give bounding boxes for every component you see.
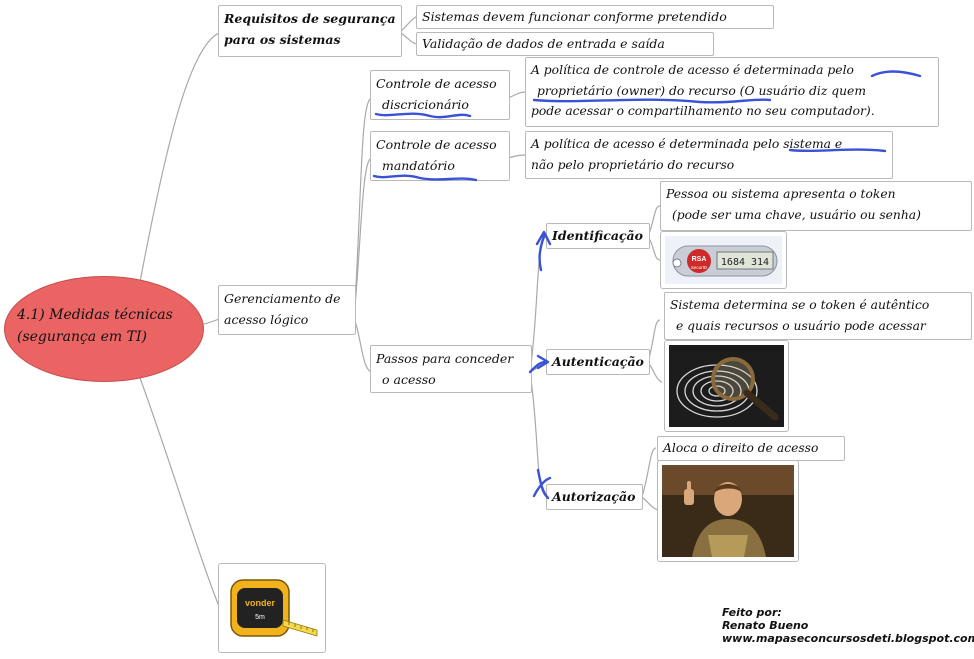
discricionario-line2: discricionário <box>382 97 469 112</box>
tape-measure-image: vonder 5m <box>223 568 321 648</box>
link-passos-autor <box>529 371 549 498</box>
requisitos-line2: para os sistemas <box>224 32 341 47</box>
autenticacao-detail-line1: Sistema determina se o token é autêntico <box>670 298 930 312</box>
gerenciamento-line1: Gerenciamento de <box>224 291 341 306</box>
discricionario-line1: Controle de acesso <box>376 76 497 91</box>
discricionario-detail-line1: A política de controle de acesso é deter… <box>531 63 854 77</box>
node-requisitos[interactable]: Requisitos de segurança para os sistemas <box>218 5 402 57</box>
discricionario-detail-line2: proprietário (owner) do recurso (O usuár… <box>537 83 866 98</box>
credit-line2: Renato Bueno <box>722 619 809 632</box>
magnifier-handle <box>743 389 779 421</box>
tape-brand: vonder <box>245 598 276 608</box>
node-passos[interactable]: Passos para conceder o acesso <box>370 345 532 393</box>
node-autenticacao-detail[interactable]: Sistema determina se o token é autêntico… <box>664 292 972 340</box>
requisitos-line1: Requisitos de segurança <box>224 11 396 26</box>
gerenciamento-line2: acesso lógico <box>224 312 309 327</box>
link-mand-detail <box>507 154 527 159</box>
node-gerenciamento[interactable]: Gerenciamento de acesso lógico <box>218 285 356 335</box>
node-mandatorio[interactable]: Controle de acesso mandatório <box>370 131 510 181</box>
link-disc-detail <box>507 91 527 99</box>
link-ger-mand <box>353 157 373 319</box>
mandatorio-detail-line1: A política de acesso é determinada pelo … <box>531 137 843 151</box>
node-mandatorio-detail[interactable]: A política de acesso é determinada pelo … <box>525 131 893 179</box>
link-root-requisitos <box>139 31 223 283</box>
mandatorio-line1: Controle de acesso <box>376 137 497 152</box>
link-ger-disc <box>353 97 373 319</box>
token-code: 1684 314 <box>721 257 769 268</box>
token-image-box: RSA SecurID 1684 314 <box>660 231 787 289</box>
node-autorizacao-detail[interactable]: Aloca o direito de acesso <box>657 436 845 461</box>
link-autor-img <box>641 496 659 511</box>
token-sub: SecurID <box>691 265 708 270</box>
autenticacao-label: Autenticação <box>552 354 644 369</box>
requisitos-child-label: Sistemas devem funcionar conforme preten… <box>422 9 727 24</box>
discricionario-detail-line3: pode acessar o compartilhamento no seu c… <box>531 104 875 118</box>
root-line1: 4.1) Medidas técnicas <box>17 307 173 323</box>
requisitos-child-label: Validação de dados de entrada e saída <box>422 36 665 51</box>
identificacao-detail-line2: (pode ser uma chave, usuário ou senha) <box>672 208 921 222</box>
node-discricionario-detail[interactable]: A política de controle de acesso é deter… <box>525 57 939 127</box>
identificacao-detail-line1: Pessoa ou sistema apresenta o token <box>666 187 896 201</box>
credit-url[interactable]: www.mapaseconcursosdeti.blogspot.com <box>722 632 974 645</box>
node-requisitos-funcionar[interactable]: Sistemas devem funcionar conforme preten… <box>416 5 774 29</box>
root-node[interactable]: 4.1) Medidas técnicas (segurança em TI) <box>4 276 204 382</box>
author-credit: Feito por: Renato Bueno www.mapaseconcur… <box>722 606 974 645</box>
link-auth-img <box>647 361 663 383</box>
identificacao-label: Identificação <box>552 228 643 243</box>
autenticacao-detail-line2: e quais recursos o usuário pode acessar <box>676 318 926 333</box>
key-ring-hole <box>672 258 682 268</box>
emperor-thumb-image <box>662 465 794 557</box>
autorizacao-detail-label: Aloca o direito de acesso <box>663 441 819 455</box>
node-requisitos-validacao[interactable]: Validação de dados de entrada e saída <box>416 32 714 56</box>
fingerprint-image-box <box>664 340 789 432</box>
mandatorio-detail-line2: não pelo proprietário do recurso <box>531 157 735 172</box>
tape-image-box: vonder 5m <box>218 563 326 653</box>
token-brand: RSA <box>692 256 707 263</box>
node-identificacao-detail[interactable]: Pessoa ou sistema apresenta o token (pod… <box>660 181 972 231</box>
credit-line1: Feito por: <box>722 606 782 619</box>
fingerprint-magnifier-image <box>669 345 784 427</box>
magnifier-lens <box>711 357 755 401</box>
gladiator-image-box <box>657 460 799 562</box>
node-autorizacao[interactable]: Autorização <box>546 484 643 510</box>
node-discricionario[interactable]: Controle de acesso discricionário <box>370 70 510 120</box>
rsa-token-image: RSA SecurID 1684 314 <box>665 236 782 284</box>
root-line2: (segurança em TI) <box>17 329 147 345</box>
rsa-logo <box>687 249 711 273</box>
mandatorio-line2: mandatório <box>382 158 455 173</box>
node-identificacao[interactable]: Identificação <box>546 223 650 249</box>
passos-line2: o acesso <box>382 372 436 387</box>
node-autenticacao[interactable]: Autenticação <box>546 349 650 375</box>
link-root-tape <box>139 377 223 615</box>
link-autor-detail <box>641 447 657 498</box>
tape-size: 5m <box>255 614 265 621</box>
autorizacao-label: Autorização <box>552 489 636 504</box>
passos-line1: Passos para conceder <box>376 351 514 366</box>
